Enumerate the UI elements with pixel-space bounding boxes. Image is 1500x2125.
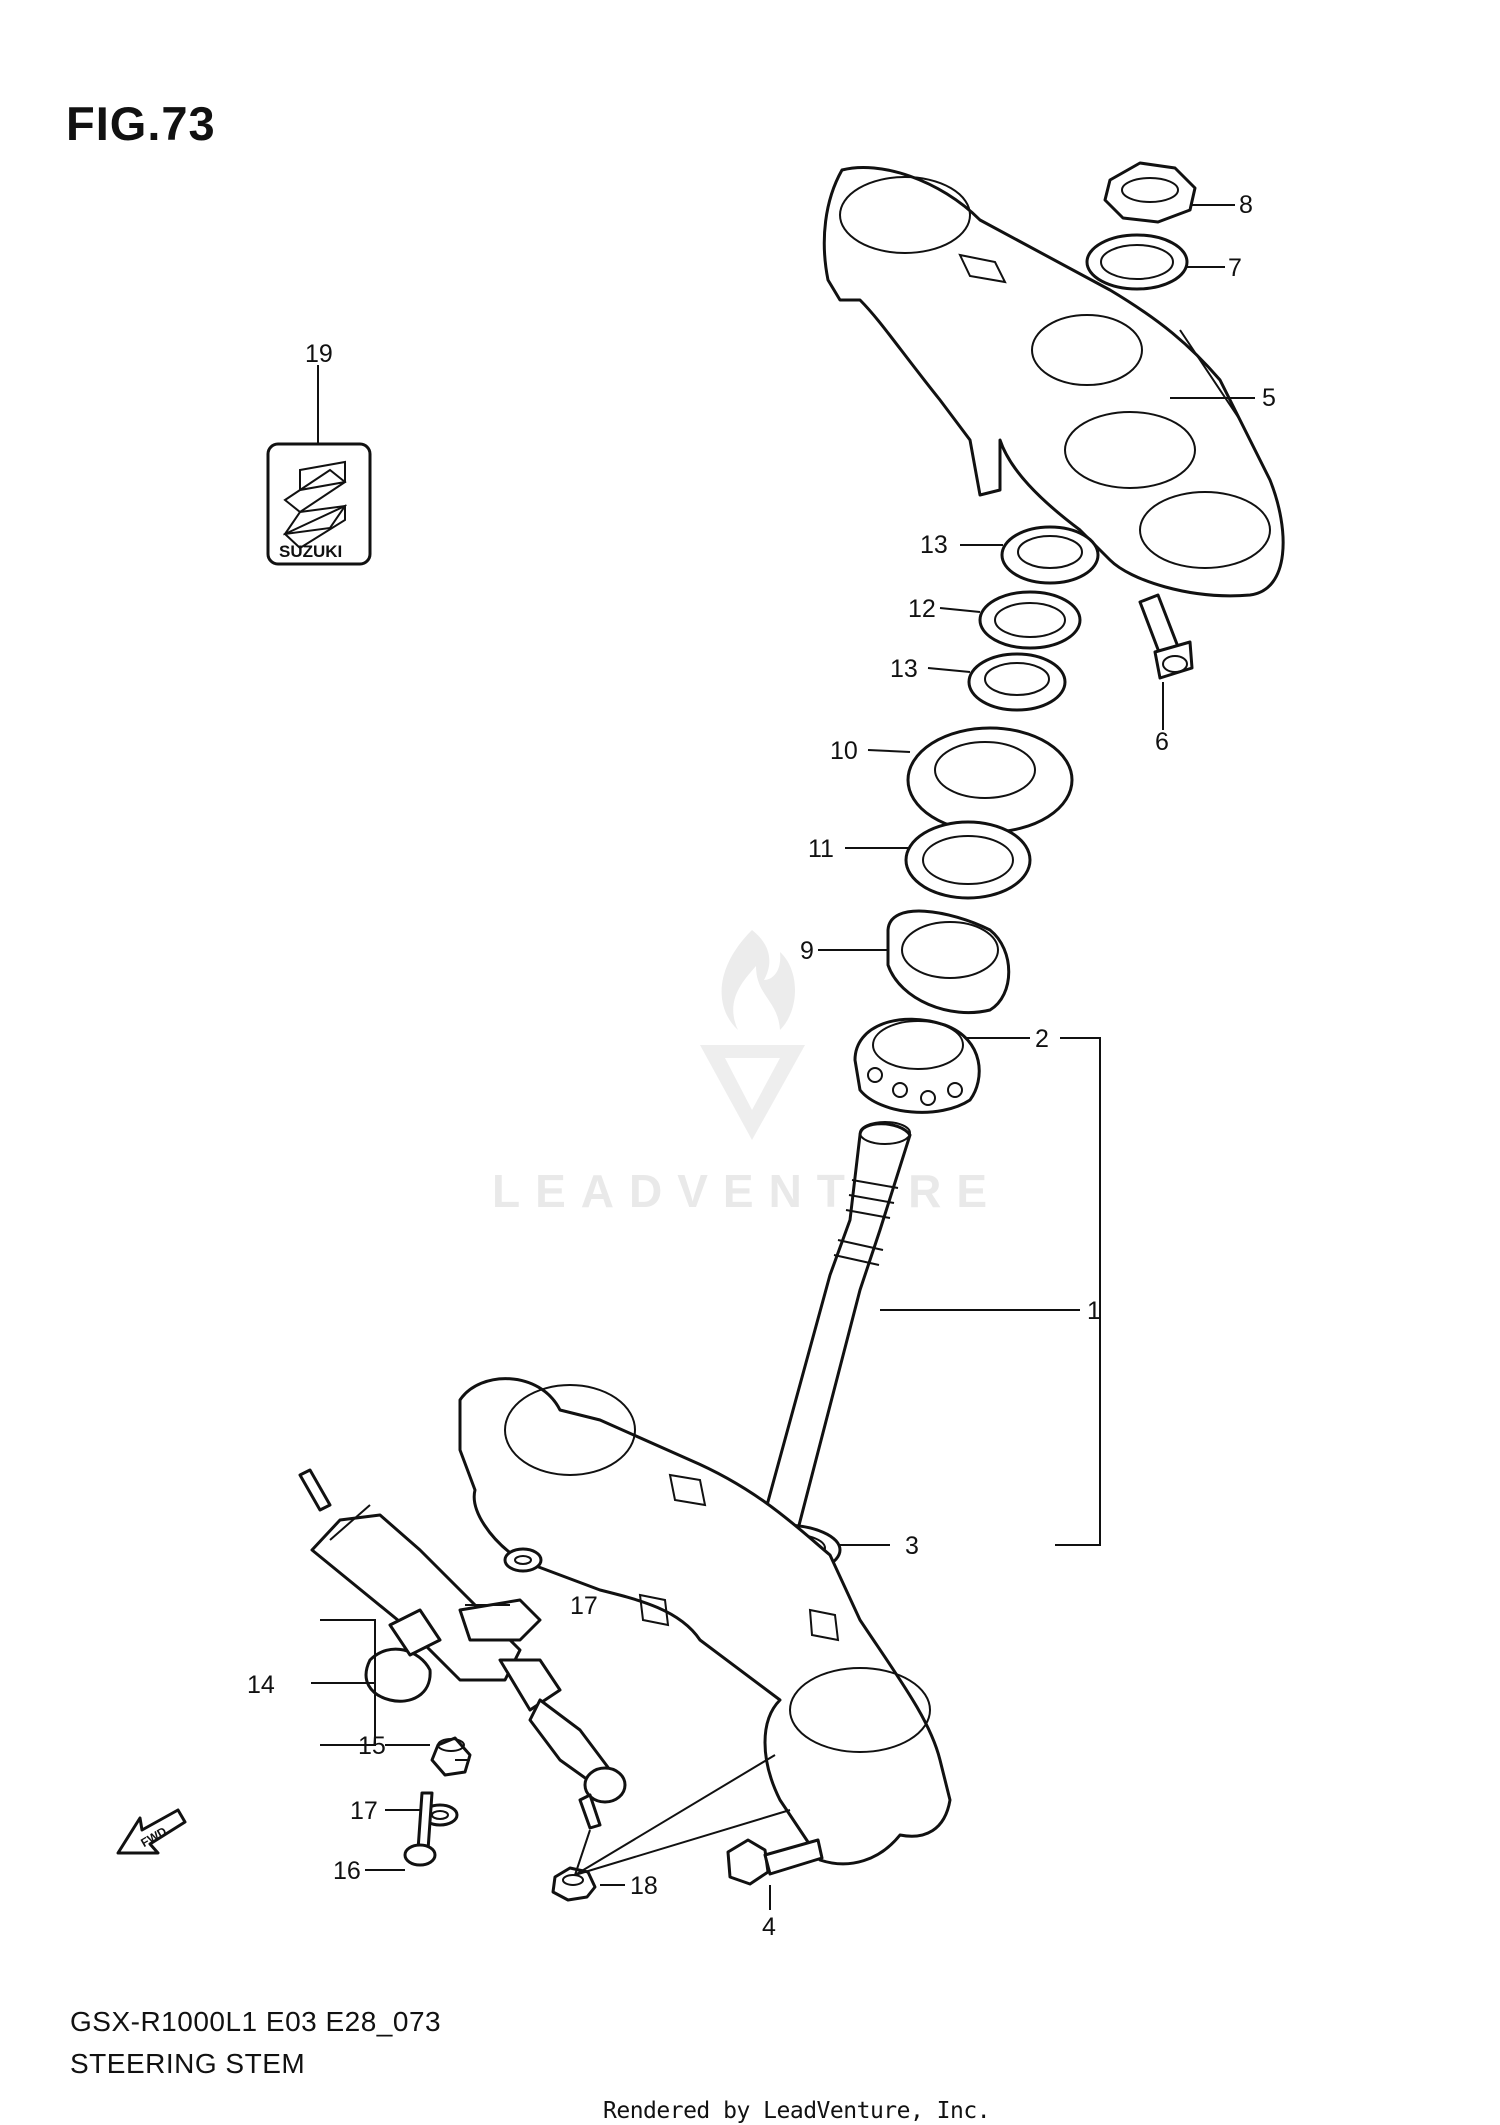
callout-1: 1 — [1087, 1297, 1101, 1325]
callout-17-lower: 17 — [350, 1797, 378, 1825]
callout-11: 11 — [808, 835, 834, 863]
watermark-flame-icon — [700, 930, 805, 1140]
section-title: STEERING STEM — [70, 2048, 306, 2079]
part-13-upper-locknut — [1000, 525, 1100, 585]
callout-6: 6 — [1155, 728, 1169, 756]
emblem-logo-text: SUZUKI — [279, 542, 342, 561]
model-code: GSX-R1000L1 E03 E28_073 — [70, 2006, 442, 2037]
part-14-steering-damper — [298, 1468, 627, 1830]
callout-9: 9 — [800, 937, 814, 965]
part-8-nut — [1103, 161, 1197, 224]
part-18-nut — [551, 1866, 597, 1902]
lower-bracket — [458, 1377, 952, 1866]
part-19-emblem: SUZUKI — [266, 442, 372, 566]
part-5-upper-bracket — [822, 165, 1285, 598]
callout-17-upper: 17 — [570, 1592, 598, 1620]
part-16-bolt — [403, 1791, 437, 1867]
part-6-bolt — [1138, 593, 1194, 680]
callouts: 19 8 7 5 6 13 12 13 10 11 9 2 1 3 17 14 … — [247, 191, 1276, 1941]
callout-14: 14 — [247, 1671, 275, 1699]
part-9-bearing-race — [886, 909, 1011, 1015]
part-11-washer — [904, 820, 1032, 900]
part-12-washer — [978, 590, 1082, 650]
part-7-washer — [1085, 233, 1189, 291]
part-2-bearing — [853, 1017, 981, 1114]
callout-13-upper: 13 — [920, 531, 948, 559]
callout-4: 4 — [762, 1913, 776, 1941]
callout-15: 15 — [358, 1732, 386, 1760]
callout-2: 2 — [1035, 1025, 1049, 1053]
callout-3: 3 — [905, 1532, 919, 1560]
callout-12: 12 — [908, 595, 936, 623]
callout-18: 18 — [630, 1872, 658, 1900]
callout-10: 10 — [830, 737, 858, 765]
callout-7: 7 — [1228, 254, 1242, 282]
callout-13-lower: 13 — [890, 655, 918, 683]
figure-title: FIG.73 — [66, 97, 216, 150]
part-17-upper-washer — [503, 1547, 543, 1573]
callout-5: 5 — [1262, 384, 1276, 412]
callout-16: 16 — [333, 1857, 361, 1885]
part-10-dust-seal — [906, 726, 1074, 834]
part-15-cap — [430, 1736, 472, 1777]
leader-lines — [311, 204, 1255, 1910]
watermark-text: LEADVENTURE — [492, 1165, 1002, 1217]
footer-credit: Rendered by LeadVenture, Inc. — [603, 2098, 991, 2124]
part-13-lower-locknut — [967, 652, 1067, 712]
fwd-arrow-icon: FWD — [116, 1808, 187, 1855]
callout-8: 8 — [1239, 191, 1253, 219]
part-4-bolt — [726, 1838, 824, 1886]
watermark: LEADVENTURE — [492, 930, 1002, 1217]
callout-19: 19 — [305, 340, 333, 368]
